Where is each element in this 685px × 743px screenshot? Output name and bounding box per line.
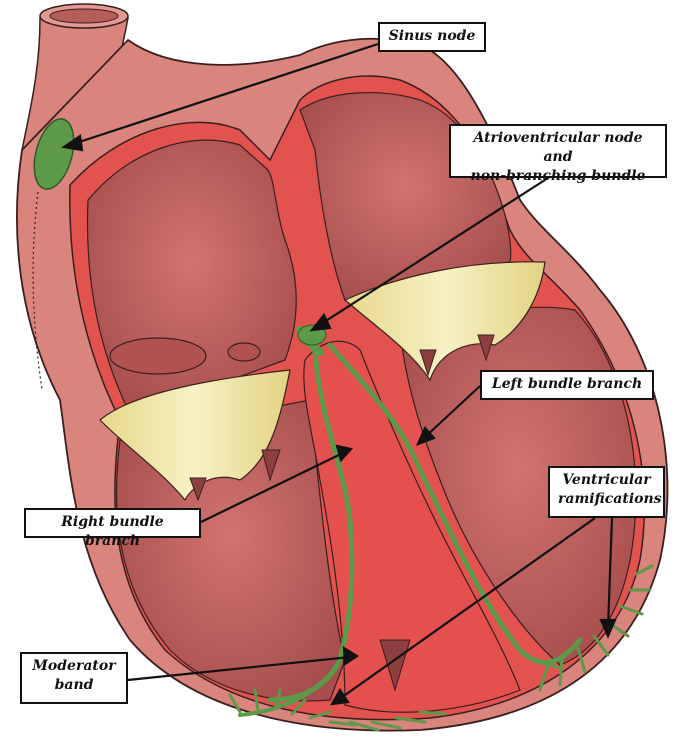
label-left-bundle-branch: Left bundle branch — [480, 370, 654, 400]
moderator-band-path — [238, 660, 342, 717]
arrow-right-bundle — [200, 451, 346, 523]
label-sinus-node-text: Sinus node — [388, 28, 476, 44]
label-moderator-line2: band — [54, 677, 94, 693]
label-av-node: Atrioventricular node and non-branching … — [449, 124, 667, 184]
label-ventricular-ramifications: Ventricular ramifications — [548, 466, 665, 518]
arrow-left-bundle — [423, 385, 481, 439]
mitral-valve — [343, 261, 546, 382]
vessel-opening — [227, 342, 261, 362]
label-moderator-band: Moderator band — [20, 652, 128, 704]
arrow-sinus-node — [69, 42, 379, 147]
label-sinus-node: Sinus node — [378, 22, 486, 52]
tricuspid-valve — [99, 369, 291, 502]
label-av-node-line1: Atrioventricular node and — [473, 130, 643, 165]
arrow-av-node — [317, 177, 549, 327]
interventricular-septum — [303, 340, 521, 713]
label-ventricular-line2: ramifications — [558, 491, 662, 507]
label-moderator-line1: Moderator — [32, 658, 116, 674]
coronary-sinus-opening — [109, 337, 207, 375]
annotation-arrows — [61, 42, 617, 706]
arrow-ventricular-1 — [337, 517, 596, 701]
sinus-node — [33, 118, 75, 190]
label-right-bundle-branch-text: Right bundle branch — [61, 514, 164, 549]
arrow-ventricular-2 — [606, 517, 614, 629]
arrow-moderator-band — [127, 655, 351, 682]
label-right-bundle-branch: Right bundle branch — [24, 508, 201, 549]
label-left-bundle-branch-text: Left bundle branch — [491, 376, 643, 392]
label-av-node-line2: non-branching bundle — [470, 168, 646, 184]
label-ventricular-line1: Ventricular — [562, 472, 651, 488]
papillary-muscles — [189, 334, 495, 692]
